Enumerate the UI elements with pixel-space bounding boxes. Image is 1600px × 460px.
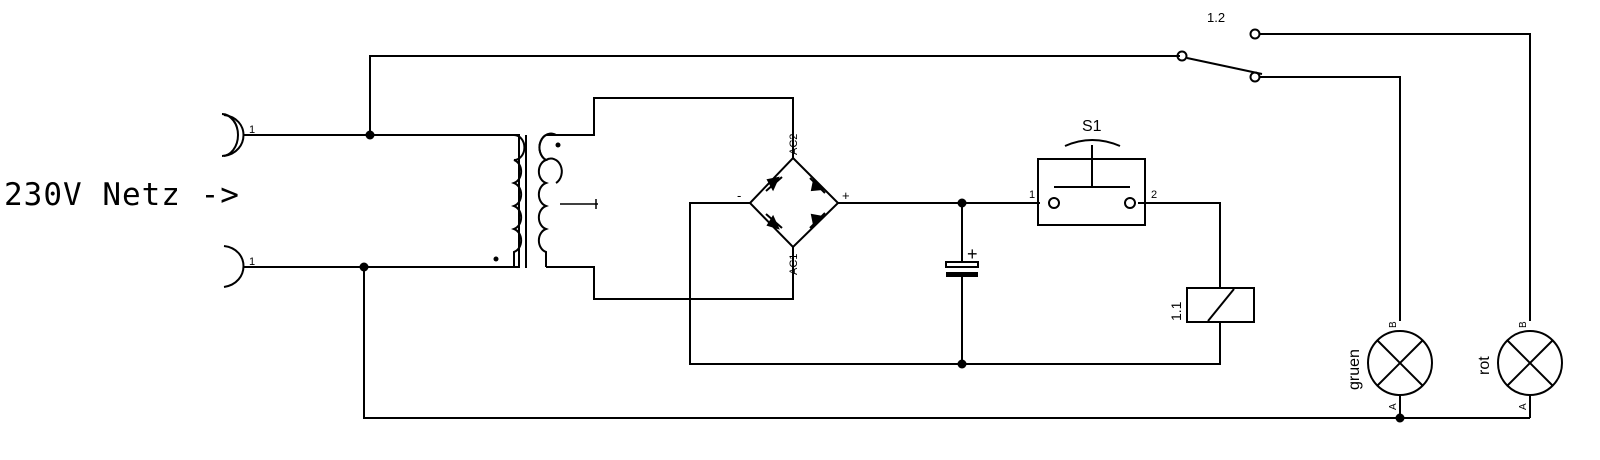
switch-s1-label: S1 bbox=[1082, 118, 1102, 135]
lamp-gruen-pin-a: A bbox=[1388, 403, 1399, 410]
transformer bbox=[493, 132, 598, 268]
connector-top-pin: 1 bbox=[249, 124, 255, 136]
lamp-gruen-pin-b: B bbox=[1388, 321, 1399, 328]
lamp-gruen-label: gruen bbox=[1346, 349, 1363, 390]
lamp-gruen: gruen A B bbox=[1346, 321, 1433, 418]
pushbutton-s1: S1 1 2 bbox=[1029, 118, 1157, 226]
switch-pin2: 2 bbox=[1151, 189, 1157, 201]
rectifier-ac2-label: AC2 bbox=[788, 134, 800, 155]
mains-connector-bottom: 1 bbox=[223, 245, 364, 288]
relay-coil-label: 1.1 bbox=[1168, 301, 1184, 321]
switch-pin1: 1 bbox=[1029, 189, 1035, 201]
bridge-rectifier: AC2 AC1 - + bbox=[737, 134, 850, 275]
lamp-rot-pin-b: B bbox=[1518, 321, 1529, 328]
relay-coil: 1.1 bbox=[1168, 287, 1255, 323]
relay-contact: 1.2 bbox=[1176, 10, 1263, 83]
electrolytic-capacitor: + bbox=[945, 203, 979, 364]
relay-contact-label: 1.2 bbox=[1207, 10, 1225, 25]
lamp-rot: rot A B bbox=[1476, 321, 1563, 418]
rectifier-ac1-label: AC1 bbox=[788, 254, 800, 275]
lamp-rot-label: rot bbox=[1476, 356, 1493, 375]
junction-dot bbox=[1395, 413, 1405, 423]
rectifier-plus-label: + bbox=[842, 188, 850, 203]
rectifier-minus-label: - bbox=[737, 188, 741, 203]
mains-label: 230V Netz -> bbox=[4, 177, 240, 213]
lamp-rot-pin-a: A bbox=[1518, 403, 1529, 410]
capacitor-polarity: + bbox=[967, 244, 978, 264]
connector-bottom-pin: 1 bbox=[249, 256, 255, 268]
mains-connector-top: 1 bbox=[221, 113, 370, 157]
